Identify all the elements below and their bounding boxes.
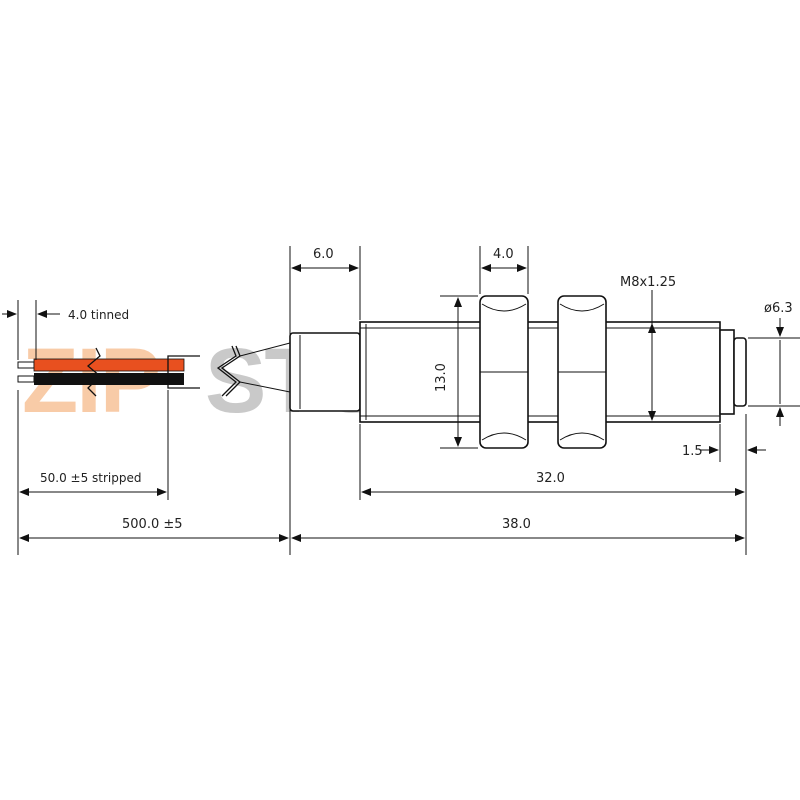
wire-black	[34, 373, 184, 385]
dim-thread: M8x1.25	[620, 275, 676, 290]
dim-thread-length: 32.0	[536, 471, 565, 486]
dim-nut-height: 13.0	[434, 363, 449, 392]
wire-tip-top	[17, 361, 35, 369]
sensor	[289, 295, 747, 449]
threaded-body	[359, 321, 721, 423]
dim-tip-diameter: ø6.3	[764, 301, 793, 316]
dim-stripped: 50.0 ±5 stripped	[40, 471, 142, 485]
break-right-b	[216, 345, 237, 397]
nut-1	[479, 295, 529, 449]
sensing-tip	[733, 337, 747, 407]
wire-tip-bottom	[17, 375, 35, 383]
break-right-a	[220, 345, 241, 397]
dimension-lines	[2, 246, 800, 555]
break-left	[86, 347, 101, 397]
dim-total-length: 38.0	[502, 517, 531, 532]
dim-tinned: 4.0 tinned	[68, 308, 129, 322]
dim-cable-length: 500.0 ±5	[122, 517, 183, 532]
dim-sleeve: 6.0	[313, 247, 334, 262]
front-step	[719, 329, 735, 415]
cable	[17, 342, 291, 397]
nut-2	[557, 295, 607, 449]
dim-tip-length: 1.5	[682, 444, 703, 459]
dim-nut-width: 4.0	[493, 247, 514, 262]
dimension-labels: 4.0 tinned 50.0 ±5 stripped 500.0 ±5 6.0…	[40, 247, 793, 532]
wire-red	[33, 358, 185, 372]
